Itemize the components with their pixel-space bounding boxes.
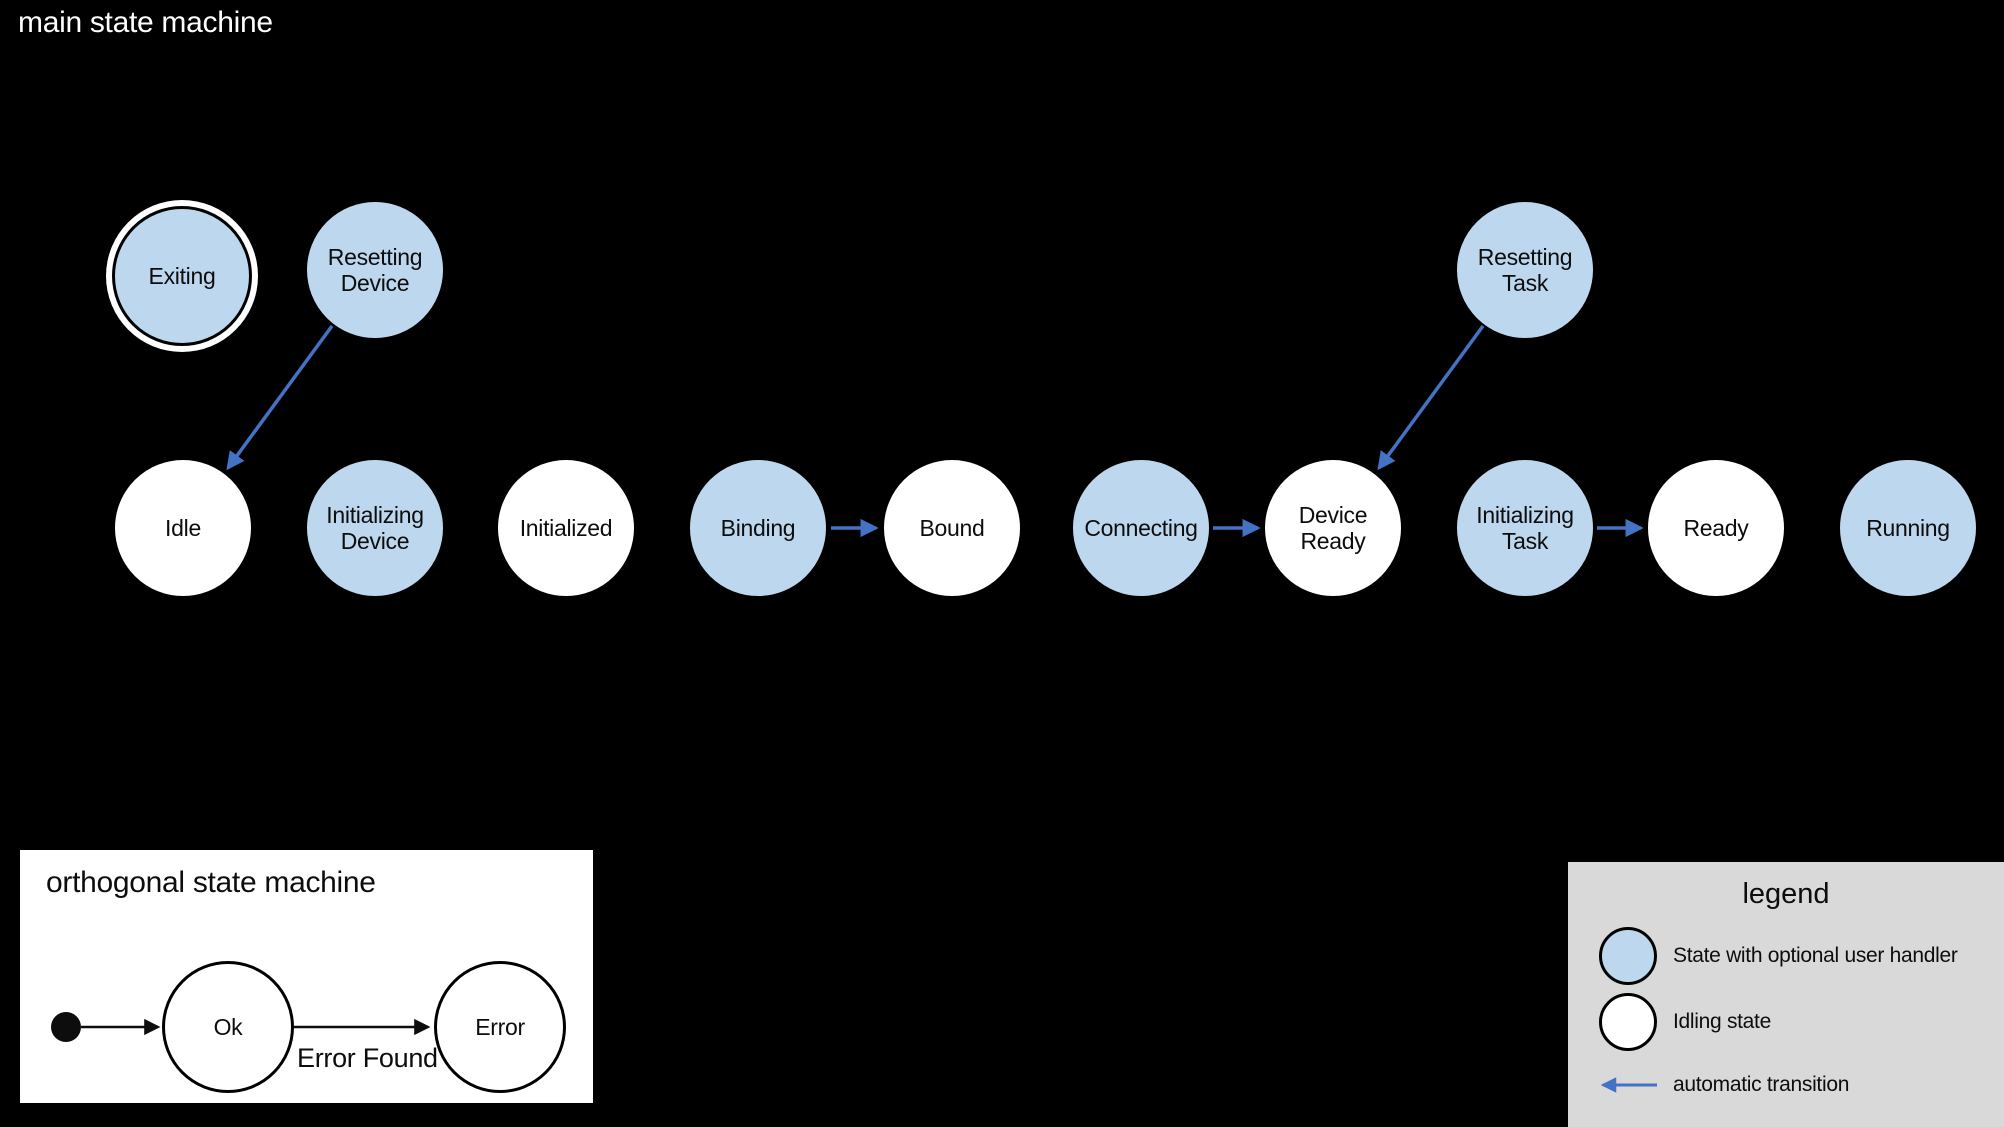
legend-item-label: Idling state — [1673, 1010, 1771, 1033]
state-node-bound: Bound — [882, 458, 1022, 598]
legend-item-label: State with optional user handler — [1673, 944, 1958, 967]
state-label: Bound — [919, 515, 985, 541]
transition-arrow-resetting-device-to-idle — [226, 324, 334, 471]
legend-idling-state-circle — [1599, 993, 1657, 1051]
transition-label-error-found: Error Found — [297, 1043, 438, 1073]
state-label: Error — [475, 1013, 525, 1040]
legend-panel: legend — [1568, 862, 2004, 1127]
state-node-resetting-device: Resetting Device — [305, 200, 445, 340]
state-label: Ok — [213, 1013, 243, 1040]
state-label: Connecting — [1084, 515, 1198, 541]
state-node-initializing-device: Initializing Device — [305, 458, 445, 598]
state-label: Initializing Device — [326, 502, 424, 554]
state-node-running: Running — [1838, 458, 1978, 598]
state-node-connecting: Connecting — [1071, 458, 1211, 598]
state-label: Initializing Task — [1476, 502, 1574, 554]
state-label: Binding — [720, 515, 796, 541]
main-machine-title: main state machine — [18, 6, 273, 39]
state-node-binding: Binding — [688, 458, 828, 598]
state-node-resetting-task: Resetting Task — [1455, 200, 1595, 340]
state-node-error: Error — [434, 961, 566, 1093]
state-label: Ready — [1683, 515, 1749, 541]
state-label: Idle — [165, 515, 201, 541]
state-label: Exiting — [148, 263, 216, 289]
state-node-exiting: Exiting — [112, 206, 252, 346]
state-label: Initialized — [519, 515, 613, 541]
state-label: Running — [1866, 515, 1950, 541]
state-label: Resetting Device — [327, 244, 423, 296]
state-label: Device Ready — [1298, 502, 1368, 554]
transition-arrow-resetting-task-to-device-ready — [1377, 324, 1485, 471]
state-node-ready: Ready — [1646, 458, 1786, 598]
orthogonal-machine-title: orthogonal state machine — [46, 866, 376, 899]
state-node-ok: Ok — [162, 961, 294, 1093]
state-node-initializing-task: Initializing Task — [1455, 458, 1595, 598]
state-node-initialized: Initialized — [496, 458, 636, 598]
legend-item-label: automatic transition — [1673, 1073, 1850, 1096]
state-label: Resetting Task — [1477, 244, 1573, 296]
legend-handler-state-circle — [1599, 927, 1657, 985]
legend-title: legend — [1742, 878, 1830, 910]
state-node-device-ready: Device Ready — [1263, 458, 1403, 598]
state-node-idle: Idle — [113, 458, 253, 598]
